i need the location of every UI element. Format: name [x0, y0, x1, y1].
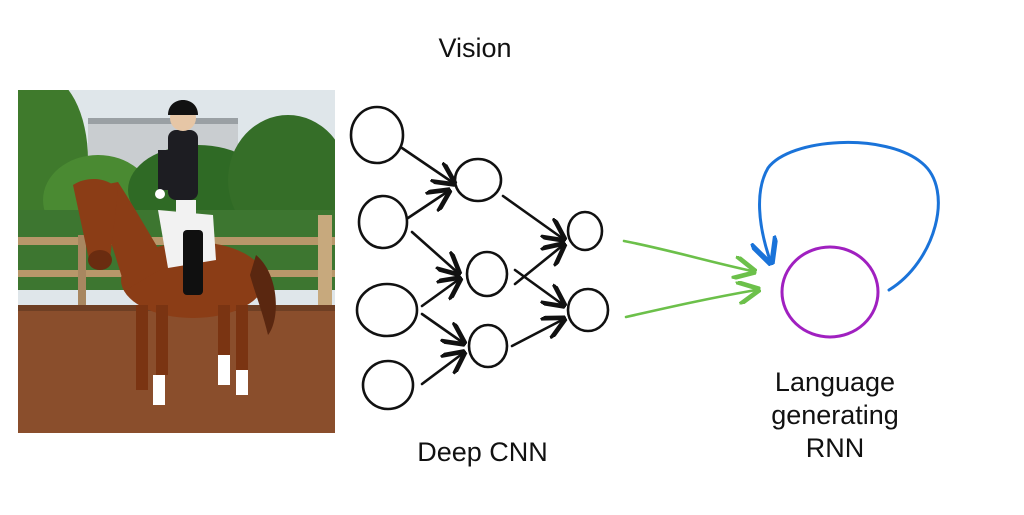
cnn-edge [400, 146, 452, 182]
cnn-edge [420, 354, 462, 386]
photo-illustration [18, 90, 335, 433]
cnn-node-l3-2 [566, 287, 610, 333]
feature-arrow [622, 239, 752, 271]
cnn-edge [410, 230, 457, 272]
cnn-node-l2-1 [453, 157, 503, 203]
cnn-node-l3-1 [566, 210, 604, 252]
cnn-edge [406, 192, 447, 220]
cnn-edge [501, 194, 562, 238]
cnn-edge [420, 312, 462, 342]
cnn-node-l2-2 [465, 250, 509, 298]
cnn-node-l1-3 [355, 282, 419, 338]
cnn-node-l1-2 [357, 194, 409, 250]
rnn-label-line-3: RNN [805, 432, 865, 463]
cnn-label: Deep CNN [417, 437, 548, 467]
cnn-edge [420, 280, 458, 308]
feature-arrow [624, 290, 756, 319]
rnn-node [780, 245, 880, 339]
vision-title: Vision [438, 33, 512, 63]
rnn-label-line-2: generating [771, 399, 899, 430]
cnn-node-l1-4 [361, 359, 415, 411]
cnn-edge [510, 320, 562, 348]
cnn-node-l2-3 [467, 323, 509, 369]
rnn-loop-arrow [760, 141, 940, 292]
rnn-label: Language generating RNN [745, 366, 925, 465]
horse-rider-photo [18, 90, 335, 433]
cnn-edge [513, 246, 562, 286]
cnn-edge [513, 268, 562, 304]
cnn-node-l1-1 [349, 105, 405, 165]
rnn-label-line-1: Language [774, 367, 896, 397]
